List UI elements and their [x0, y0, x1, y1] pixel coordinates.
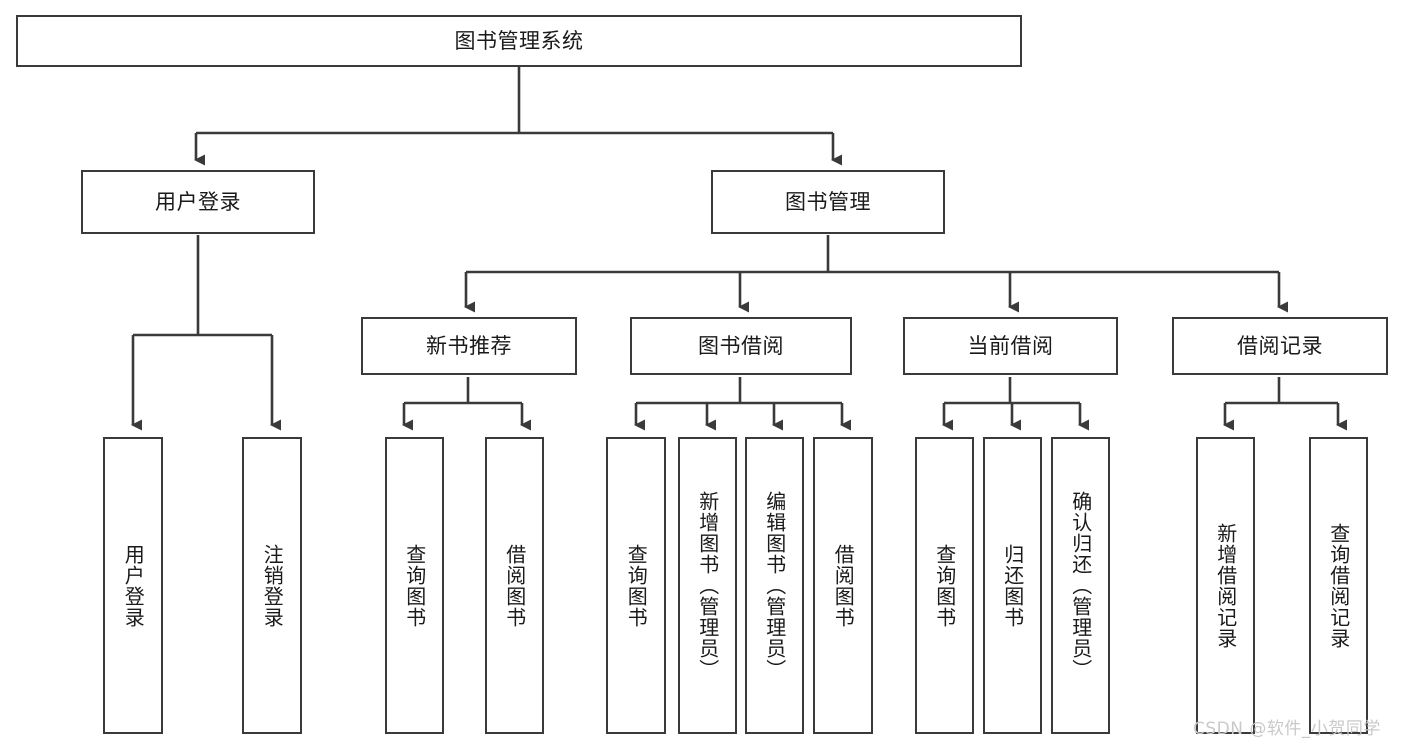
- node-label: 图书管理: [785, 189, 871, 214]
- node-label: 查询图书: [402, 543, 427, 628]
- node-label: 借阅记录: [1237, 333, 1323, 358]
- node-book-management[interactable]: 图书管理: [711, 170, 945, 234]
- node-label: 新书推荐: [426, 333, 512, 358]
- node-label: 查询图书: [932, 543, 957, 628]
- node-label: 图书管理系统: [454, 28, 584, 53]
- node-book-management-system[interactable]: 图书管理系统: [16, 15, 1022, 67]
- node-current-borrow[interactable]: 当前借阅: [903, 317, 1118, 375]
- node-label: 借阅图书: [502, 543, 527, 628]
- node-leaf-query-book-2[interactable]: 查询图书: [606, 437, 666, 734]
- node-label: 用户登录: [121, 543, 146, 628]
- node-borrow-record[interactable]: 借阅记录: [1172, 317, 1388, 375]
- node-label: 用户登录: [155, 189, 241, 214]
- node-leaf-return-book[interactable]: 归还图书: [983, 437, 1042, 734]
- node-label: 查询图书: [624, 543, 649, 628]
- node-leaf-add-borrow-record[interactable]: 新增借阅记录: [1196, 437, 1255, 734]
- node-leaf-borrow-book-1[interactable]: 借阅图书: [485, 437, 544, 734]
- node-leaf-logout[interactable]: 注销登录: [242, 437, 302, 734]
- node-book-borrow[interactable]: 图书借阅: [630, 317, 852, 375]
- node-label: 新增借阅记录: [1213, 522, 1238, 649]
- node-label: 借阅图书: [831, 543, 856, 628]
- node-label: 查询借阅记录: [1326, 522, 1351, 649]
- node-leaf-query-book-3[interactable]: 查询图书: [915, 437, 974, 734]
- node-leaf-edit-book-admin[interactable]: 编辑图书（管理员）: [745, 437, 804, 734]
- node-label: 编辑图书（管理员）: [762, 491, 787, 680]
- node-leaf-borrow-book-2[interactable]: 借阅图书: [813, 437, 873, 734]
- node-leaf-add-book-admin[interactable]: 新增图书（管理员）: [678, 437, 737, 734]
- node-label: 归还图书: [1000, 543, 1025, 628]
- node-leaf-user-login[interactable]: 用户登录: [103, 437, 163, 734]
- node-new-book-recommend[interactable]: 新书推荐: [361, 317, 577, 375]
- node-label: 确认归还（管理员）: [1068, 491, 1093, 680]
- node-label: 新增图书（管理员）: [695, 491, 720, 680]
- node-leaf-confirm-return-admin[interactable]: 确认归还（管理员）: [1051, 437, 1110, 734]
- node-label: 当前借阅: [967, 333, 1054, 358]
- node-user-login[interactable]: 用户登录: [81, 170, 315, 234]
- node-label: 图书借阅: [698, 333, 784, 358]
- node-label: 注销登录: [260, 543, 285, 628]
- node-leaf-query-book-1[interactable]: 查询图书: [385, 437, 444, 734]
- node-leaf-query-borrow-record[interactable]: 查询借阅记录: [1309, 437, 1368, 734]
- csdn-watermark: CSDN @软件_小贺同学: [1193, 719, 1381, 739]
